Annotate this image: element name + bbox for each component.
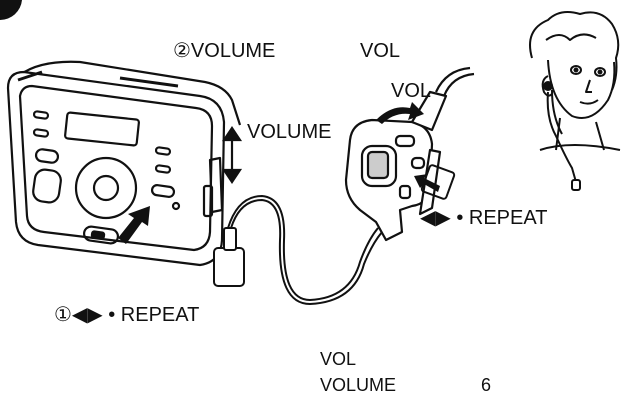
step2-volume-label: ②VOLUME (173, 40, 276, 62)
player-icon (6, 60, 242, 267)
footer-vol-text: VOL (320, 349, 357, 369)
vol-top-label: VOL (360, 40, 401, 62)
volume-arrow-icon (221, 126, 243, 184)
repeat-arrow-icon (414, 174, 440, 192)
vol-remote-label: VOL (391, 80, 432, 102)
cable-icon (213, 194, 383, 306)
rotate-arrow-icon (376, 102, 424, 124)
earphone-user-icon (529, 11, 621, 191)
arrow-icon (118, 206, 150, 244)
volume-side-label: VOLUME (247, 121, 332, 143)
footer-volume-text: VOLUME (320, 375, 397, 395)
footer-page-ref: 6 (481, 375, 492, 395)
repeat-remote-label: ◀▶ • REPEAT (420, 207, 548, 229)
corner-mark-icon (0, 0, 22, 21)
step1-repeat-label: ①◀▶ • REPEAT (54, 304, 200, 326)
remote-control-icon (344, 66, 475, 242)
